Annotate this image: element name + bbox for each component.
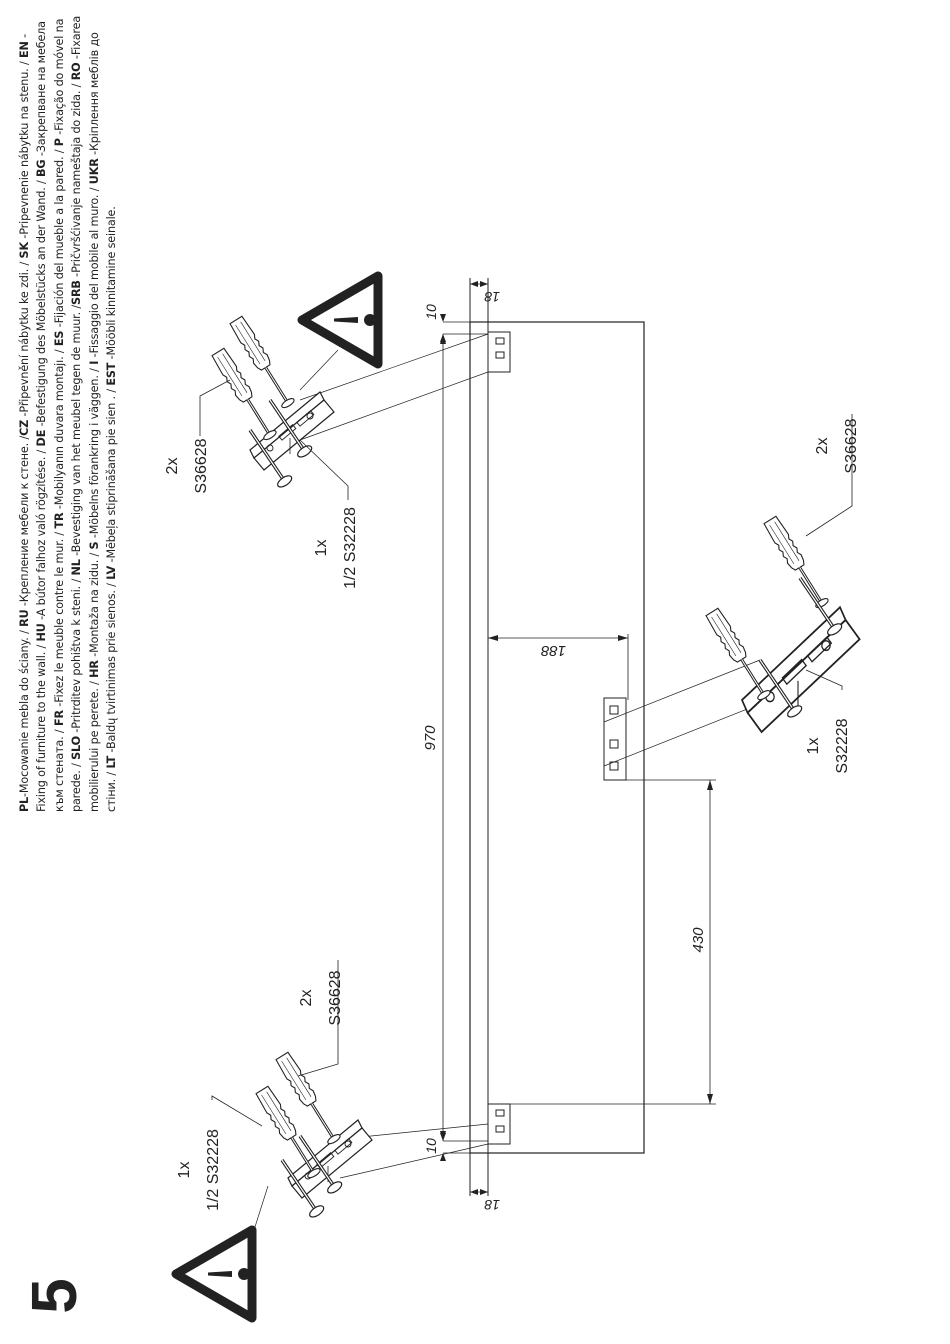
dimension-middle-depth-label: 188 (540, 642, 566, 659)
dimension-width: 970 (422, 334, 446, 1141)
furniture-top-view (443, 278, 645, 1196)
dimension-middle-position-label: 430 (690, 927, 707, 953)
corner-bracket-bottom (487, 1103, 511, 1145)
bottom-bracket-code: 1/2 S32228 (205, 1129, 222, 1211)
top-bracket-code: 1/2 S32228 (342, 507, 359, 589)
callout-leaders (199, 379, 853, 1127)
middle-hardware-exploded (703, 514, 861, 733)
mid-bracket-code: S32228 (834, 718, 851, 773)
top-dowels-qty: 2x (164, 458, 181, 475)
warning-triangle-icon (302, 276, 378, 364)
mid-bracket-qty: 1x (805, 738, 822, 755)
dimension-top-thickness: 18 (470, 281, 500, 305)
dimension-top-offset: 10 (423, 304, 470, 342)
dimension-bottom-offset-label: 10 (423, 1138, 439, 1154)
middle-bracket (603, 697, 627, 781)
dimension-middle-depth: 188 (488, 634, 629, 700)
leader-lines (253, 333, 771, 1231)
warning-triangle-icon (176, 1230, 252, 1318)
mid-dowels-code: S36628 (843, 418, 860, 473)
top-bracket-qty: 1x (313, 540, 330, 557)
corner-bracket-top (487, 331, 511, 373)
dimension-bottom-thickness-label: 18 (484, 1197, 500, 1213)
dimension-top-thickness-label: 18 (484, 289, 500, 305)
bottom-bracket-qty: 1x (176, 1162, 193, 1179)
step-number: 5 (18, 1278, 90, 1314)
top-dowels-code: S36628 (193, 438, 210, 493)
dimension-width-label: 970 (422, 725, 439, 751)
bottom-hardware-exploded (253, 1050, 373, 1221)
dimension-middle-position: 430 (510, 779, 716, 1105)
bottom-dowels-code: S36628 (327, 970, 344, 1025)
dimension-top-offset-label: 10 (423, 304, 439, 320)
top-hardware-exploded (209, 314, 335, 491)
mid-dowels-qty: 2x (814, 438, 831, 455)
bottom-dowels-qty: 2x (298, 990, 315, 1007)
dimension-bottom-thickness: 18 (470, 1189, 500, 1213)
dimension-bottom-offset: 10 (423, 1133, 470, 1161)
